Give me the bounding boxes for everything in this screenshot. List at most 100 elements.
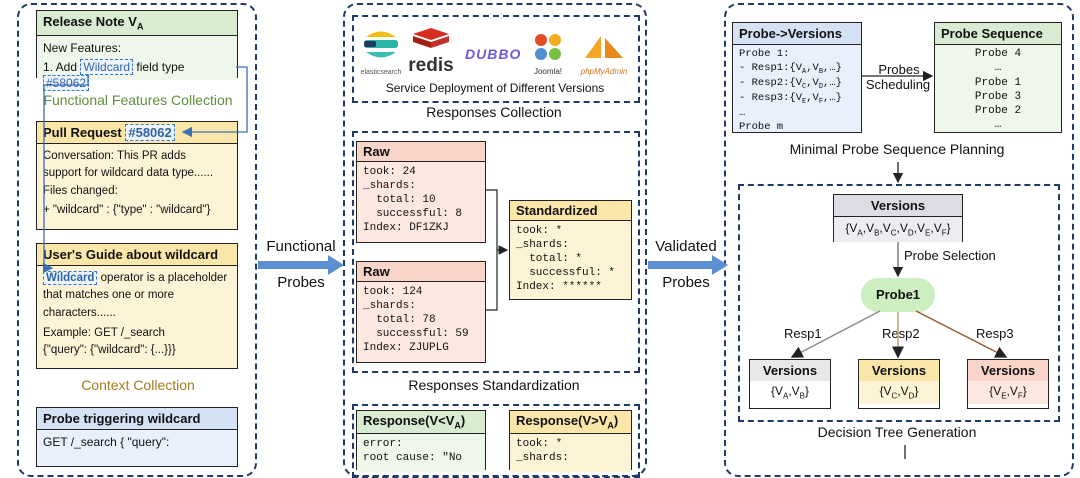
raw-merge-connector	[486, 189, 507, 311]
functional-features-caption: Functional Features Collection	[43, 92, 233, 108]
pr-line1: Conversation: This PR adds	[43, 150, 186, 162]
users-guide-title: User's Guide about wildcard	[37, 244, 237, 266]
responses-standardization-caption: Responses Standardization	[408, 377, 580, 393]
decision-tree-caption: Decision Tree Generation	[817, 424, 977, 440]
sequence-item: Probe 4	[974, 48, 1022, 60]
versions-ef-body: {VE,VF}	[968, 381, 1048, 405]
context-collection-caption: Context Collection	[81, 377, 195, 393]
guide-line3: characters......	[43, 306, 116, 319]
resp3-label: Resp3	[976, 326, 1014, 341]
release-note-line2: 1. Add Wildcard field type #58062	[43, 58, 185, 91]
raw-response-1: Raw took: 24 _shards: total: 10 successf…	[356, 141, 486, 243]
users-guide-box: User's Guide about wildcard Wildcard ope…	[36, 243, 238, 369]
branch-resp3	[915, 310, 1008, 358]
dubbo-logo: DUBBO	[465, 46, 522, 62]
ref-link-line	[181, 66, 248, 138]
release-note-line1: New Features:	[43, 40, 122, 55]
guide-line1: Wildcard operator is a placeholder	[43, 270, 231, 287]
versions-ab-box: Versions {VA,VB}	[749, 359, 831, 409]
release-ref-tag: #58062	[43, 74, 90, 91]
versions-all-box: Versions {VA,VB,VC,VD,VE,VF}	[833, 194, 963, 243]
pr-ref-tag: #58062	[125, 124, 175, 141]
probes-scheduling-label-1: Probes	[878, 62, 920, 77]
probe-versions-title: Probe->Versions	[733, 23, 861, 45]
probe-versions-box: Probe->Versions Probe 1: - Resp1:{VA,VB,…	[732, 22, 862, 133]
validated-probes-arrow	[648, 255, 728, 275]
resp2-label: Resp2	[882, 326, 920, 341]
standardized-title: Standardized	[510, 201, 631, 221]
connector-layer	[42, 66, 1008, 459]
resp1-label: Resp1	[784, 326, 822, 341]
probe-sequence-box: Probe Sequence Probe 4 … Probe 1 Probe 3…	[934, 22, 1062, 133]
versions-all-title: Versions	[834, 195, 962, 217]
service-deployment-frame	[352, 15, 640, 103]
elasticsearch-label: elasticsearch	[360, 69, 402, 76]
standardized-body: took: * _shards: total: * successful: * …	[510, 221, 631, 299]
guide-line2: that matches one or more	[43, 289, 175, 302]
guide-wildcard-tag: Wildcard	[43, 271, 98, 285]
probe-sequence-title: Probe Sequence	[935, 23, 1061, 45]
standardization-frame	[352, 131, 640, 373]
functional-probes-label-1: Functional	[266, 238, 336, 255]
pr-line2: support for wildcard data type......	[43, 166, 214, 179]
sequence-item: …	[994, 62, 1002, 75]
versions-cd-title: Versions	[859, 360, 939, 381]
versions-cd-box: Versions {VC,VD}	[858, 359, 940, 409]
probe1-node: Probe1	[861, 278, 935, 312]
responses-collection-caption: Responses Collection	[426, 104, 562, 120]
functional-probes-label-2: Probes	[277, 274, 325, 291]
branch-resp1	[790, 310, 881, 358]
guide-line5: {"query": {"wildcard": {...}}}	[43, 344, 176, 356]
wildcard-tag: Wildcard	[80, 58, 134, 75]
raw-2-body: took: 124 _shards: total: 78 successful:…	[357, 282, 485, 362]
raw-1-title: Raw	[357, 142, 485, 162]
versions-ef-title: Versions	[968, 360, 1048, 381]
redis-label: redis	[408, 55, 454, 76]
sequence-item: Probe 2	[974, 105, 1022, 118]
versions-ab-title: Versions	[750, 360, 830, 381]
pr-line3: Files changed:	[43, 185, 118, 198]
guide-line4: Example: GET /_search	[43, 326, 165, 339]
joomla-label: Joomla!	[533, 67, 562, 76]
phpmyadmin-sail-icon	[585, 36, 623, 58]
probes-scheduling-label-2: Scheduling	[865, 77, 931, 92]
probe-selection-label: Probe Selection	[904, 248, 996, 263]
release-note-box: Release Note VA New Features: 1. Add Wil…	[36, 10, 238, 91]
minimal-probe-caption: Minimal Probe Sequence Planning	[789, 141, 1005, 157]
elasticsearch-icon	[364, 31, 398, 58]
raw-response-2: Raw took: 124 _shards: total: 78 success…	[356, 261, 486, 363]
response-lower-title: Response(V<VA)	[357, 411, 485, 434]
validated-probes-label-2: Probes	[662, 274, 710, 291]
response-higher-title: Response(V>VA)	[510, 411, 631, 434]
validated-probes-label-1: Validated	[655, 238, 717, 255]
decision-tree-frame	[738, 184, 1060, 422]
versions-ef-box: Versions {VE,VF}	[967, 359, 1049, 409]
phpmyadmin-label: phpMyAdmin	[580, 67, 628, 76]
wildcard-link-line	[42, 74, 89, 274]
functional-probes-arrow	[258, 255, 344, 275]
pv-line1: Probe 1:	[739, 48, 790, 60]
standardized-response: Standardized took: * _shards: total: * s…	[509, 200, 632, 300]
pv-line3: - Resp2:{VC,VD,…}	[739, 76, 842, 91]
sequence-item: Probe 3	[974, 90, 1022, 103]
probe-triggering-title: Probe triggering wildcard	[37, 408, 237, 430]
redis-logo: redis	[408, 26, 454, 76]
raw-1-body: took: 24 _shards: total: 10 successful: …	[357, 162, 485, 242]
elasticsearch-logo: elasticsearch	[358, 28, 404, 76]
versions-ab-body: {VA,VB}	[770, 384, 810, 401]
pv-line4: - Resp3:{VE,VF,…}	[739, 92, 842, 107]
pv-line5: …	[739, 107, 746, 120]
pv-line6: Probe m	[739, 120, 784, 133]
service-deployment-caption: Service Deployment of Different Versions	[385, 81, 605, 95]
probe-triggering-line1: GET /_search { "query":	[43, 435, 170, 449]
raw-2-title: Raw	[357, 262, 485, 282]
release-note-title: Release Note VA	[37, 11, 237, 36]
joomla-icon	[535, 34, 561, 60]
pr-line4: + "wildcard" : {"type" : "wildcard"}	[43, 204, 211, 217]
redis-cube-icon	[413, 28, 449, 48]
versions-all-body: {VA,VB,VC,VD,VE,VF}	[834, 217, 962, 243]
sequence-item: …	[994, 119, 1002, 132]
versions-cd-body: {VC,VD}	[859, 381, 939, 405]
sequence-item: Probe 1	[974, 76, 1022, 89]
joomla-logo: Joomla!	[526, 32, 570, 76]
